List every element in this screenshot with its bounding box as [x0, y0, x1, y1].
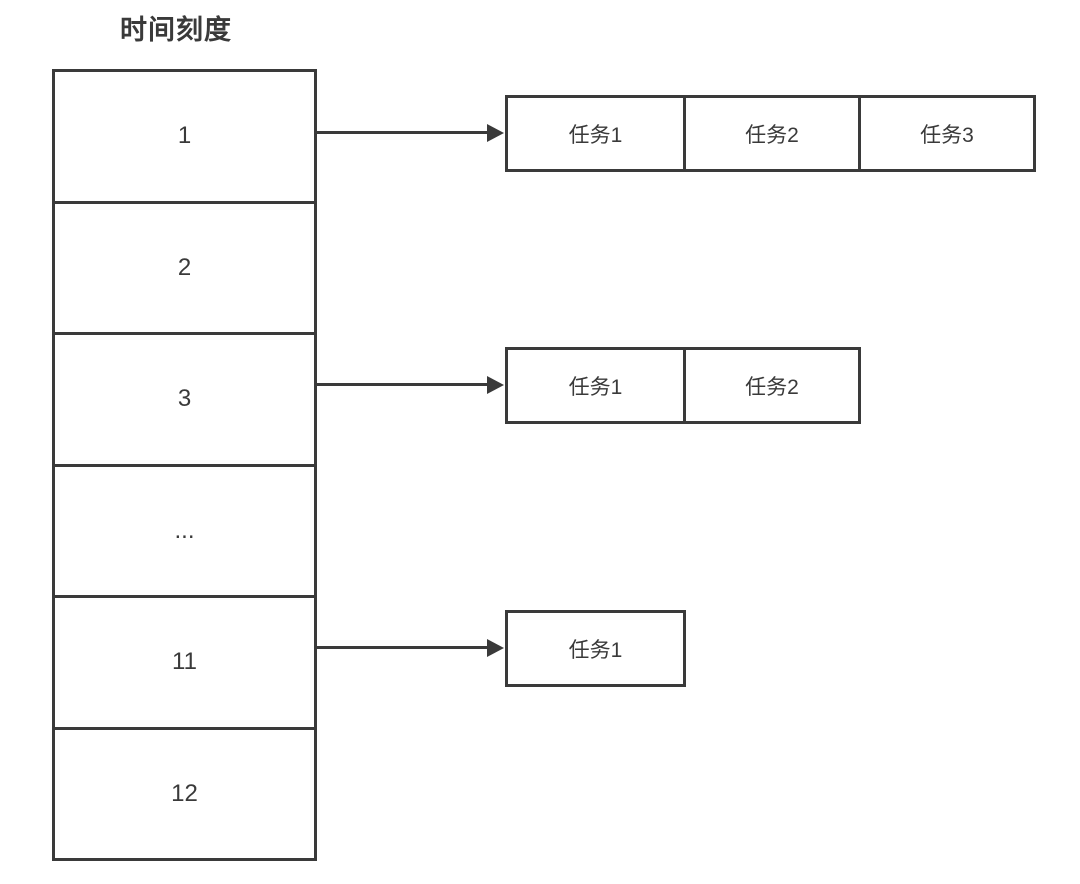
time-slot-label: 2 — [177, 253, 192, 281]
time-slot-2: 2 — [55, 200, 314, 333]
arrow-line — [317, 646, 490, 649]
arrow-head-icon — [487, 376, 504, 394]
task-label: 任务2 — [745, 123, 799, 147]
arrow-head-icon — [487, 124, 504, 142]
arrow-slot1-to-tasks — [317, 124, 504, 142]
task-cell: 任务1 — [508, 613, 683, 684]
diagram-title: 时间刻度 — [120, 15, 232, 45]
task-cell: 任务1 — [508, 98, 683, 169]
arrow-line — [317, 383, 490, 386]
time-slot-label: 12 — [171, 779, 198, 807]
task-cell: 任务2 — [683, 350, 858, 421]
task-label: 任务2 — [745, 375, 799, 399]
time-slot-label: 1 — [177, 122, 192, 150]
task-list-slot1: 任务1 任务2 任务3 — [505, 95, 1036, 172]
time-slot-label: ... — [174, 516, 195, 544]
task-label: 任务1 — [568, 638, 623, 662]
time-slot-12: 12 — [55, 726, 314, 859]
time-scale-column: 1 2 3 ... 11 12 — [52, 69, 317, 861]
task-cell: 任务2 — [683, 98, 858, 169]
task-list-slot3: 任务1 任务2 — [505, 347, 861, 424]
task-label: 任务3 — [920, 123, 974, 147]
task-list-slot11: 任务1 — [505, 610, 686, 687]
task-label: 任务1 — [568, 375, 623, 399]
time-slot-11: 11 — [55, 595, 314, 727]
arrow-line — [317, 131, 490, 134]
time-slot-label: 3 — [177, 385, 192, 413]
arrow-slot3-to-tasks — [317, 376, 504, 394]
task-cell: 任务3 — [858, 98, 1033, 169]
task-label: 任务1 — [568, 123, 623, 147]
time-slot-1: 1 — [55, 72, 314, 201]
time-slot-label: 11 — [172, 648, 197, 676]
task-cell: 任务1 — [508, 350, 683, 421]
time-slot-3: 3 — [55, 332, 314, 464]
arrow-head-icon — [487, 639, 504, 657]
arrow-slot11-to-tasks — [317, 639, 504, 657]
time-slot-ellipsis: ... — [55, 463, 314, 596]
